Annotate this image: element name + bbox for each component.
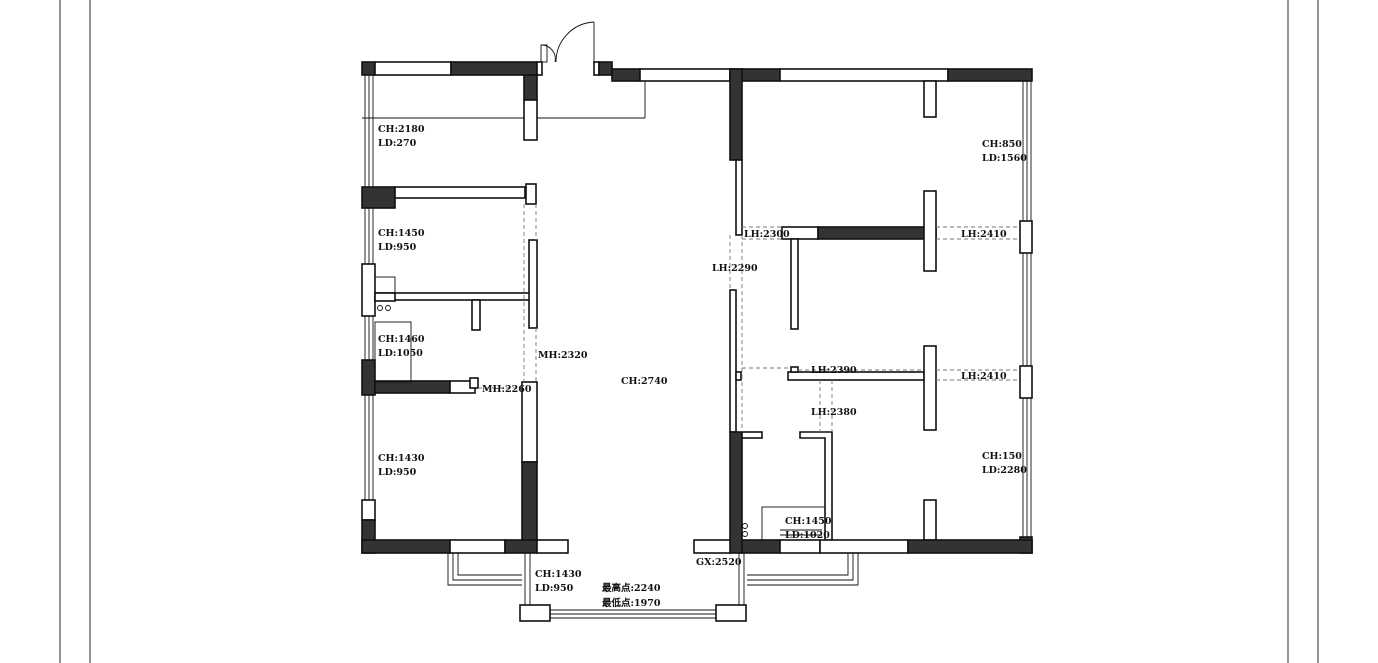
fixtures [374,276,826,541]
label-ch-2740: CH:2740 [621,376,668,387]
label-ch-1450: CH:1450 [378,228,425,239]
label-ch-1460: CH:1460 [378,334,425,345]
label-lh-2390: LH:2390 [811,365,857,376]
label-ld-1050: LD:1050 [378,348,423,359]
label-ch-850: CH:850 [982,139,1022,150]
label-ld-2280: LD:2280 [982,465,1027,476]
label-lh-2380: LH:2380 [811,407,857,418]
label-lh-2290: LH:2290 [712,263,758,274]
label-ld-270: LD:270 [378,138,417,149]
label-lowest-point: 最低点:1970 [602,597,661,609]
label-ch-2180: CH:2180 [378,124,425,135]
label-ld-1560: LD:1560 [982,153,1027,164]
label-ch-1430: CH:1430 [378,453,425,464]
label-lh-2410: LH:2410 [961,229,1007,240]
label-ch-150: CH:150 [982,451,1022,462]
label-ch-1430: CH:1430 [535,569,582,580]
dimension-labels: CH:2180 LD:270 CH:1450 LD:950 CH:1460 LD… [378,124,1027,609]
label-highest-point: 最高点:2240 [602,582,661,594]
label-ch-1450: CH:1450 [785,516,832,527]
label-ld-950: LD:950 [378,242,417,253]
label-mh-2260: MH:2260 [482,384,532,395]
label-ld-950: LD:950 [378,467,417,478]
label-gx-2520: GX:2520 [696,557,742,568]
label-ld-950: LD:950 [535,583,574,594]
label-ld-1020: LD:1020 [785,530,830,541]
label-lh-2300: LH:2300 [744,229,790,240]
drawing-frame [59,0,1319,663]
entrance-door [540,21,595,63]
label-lh-2410: LH:2410 [961,371,1007,382]
opening-lines [478,204,1020,432]
walls [361,61,1033,622]
label-mh-2320: MH:2320 [538,350,588,361]
